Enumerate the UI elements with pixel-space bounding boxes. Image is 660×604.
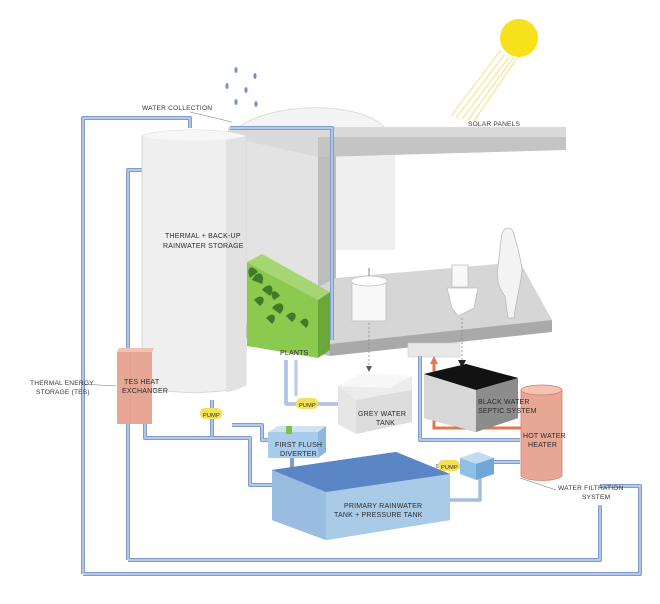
sun-icon bbox=[450, 19, 538, 122]
label-grey-water-2: TANK bbox=[376, 420, 395, 427]
label-solar-panels: SOLAR PANELS bbox=[468, 121, 521, 128]
label-tes-2: STORAGE (TES) bbox=[36, 389, 90, 396]
sink-icon bbox=[350, 268, 388, 322]
hot-water-heater bbox=[520, 384, 563, 481]
label-primary-tank-1: PRIMARY RAINWATER bbox=[344, 503, 422, 510]
label-thermal-storage-2: RAINWATER STORAGE bbox=[163, 243, 244, 250]
rain-drops-icon bbox=[225, 67, 258, 107]
rainwater-pipes bbox=[81, 116, 642, 576]
label-first-flush-2: DIVERTER bbox=[280, 451, 317, 458]
label-plants: PLANTS bbox=[280, 350, 309, 357]
first-flush-diverter bbox=[268, 426, 326, 458]
label-first-flush-1: FIRST FLUSH bbox=[275, 442, 322, 449]
labels: WATER COLLECTION SOLAR PANELS THERMAL + … bbox=[30, 105, 624, 519]
label-pump-2: PUMP bbox=[299, 403, 316, 409]
label-water-collection: WATER COLLECTION bbox=[142, 105, 212, 112]
label-pump-1: PUMP bbox=[203, 413, 220, 419]
label-tes-1: THERMAL ENERGY bbox=[30, 380, 94, 387]
thermal-backup-storage-tank bbox=[141, 129, 247, 393]
label-pump-3: PUMP bbox=[441, 465, 458, 471]
grey-water-tank bbox=[338, 374, 412, 434]
label-grey-water-1: GREY WATER bbox=[358, 411, 406, 418]
black-water-septic-tank bbox=[424, 364, 518, 432]
person-silhouette-icon bbox=[497, 227, 523, 319]
label-filtration-1: WATER FILTRATION bbox=[558, 485, 624, 492]
tes-heat-exchanger bbox=[117, 348, 154, 424]
label-black-water-2: SEPTIC SYSTEM bbox=[478, 408, 537, 415]
water-filtration-unit bbox=[460, 452, 494, 480]
pump-icon bbox=[200, 408, 222, 419]
label-hot-water-2: HEATER bbox=[528, 442, 557, 449]
label-hot-water-1: HOT WATER bbox=[523, 433, 566, 440]
toilet-icon bbox=[446, 264, 479, 317]
drain-lines bbox=[366, 318, 466, 372]
plants-planter bbox=[247, 254, 330, 358]
label-black-water-1: BLACK WATER bbox=[478, 399, 530, 406]
pump-icon bbox=[296, 398, 318, 409]
label-primary-tank-2: TANK + PRESSURE TANK bbox=[334, 512, 423, 519]
label-tes-exchanger-1: TES HEAT bbox=[124, 379, 160, 386]
pump-icon bbox=[438, 460, 460, 471]
primary-rainwater-tank bbox=[272, 452, 450, 540]
label-tes-exchanger-2: EXCHANGER bbox=[122, 388, 168, 395]
label-thermal-storage-1: THERMAL + BACK-UP bbox=[165, 233, 241, 240]
leader-lines bbox=[81, 111, 557, 491]
label-filtration-2: SYSTEM bbox=[582, 494, 610, 501]
